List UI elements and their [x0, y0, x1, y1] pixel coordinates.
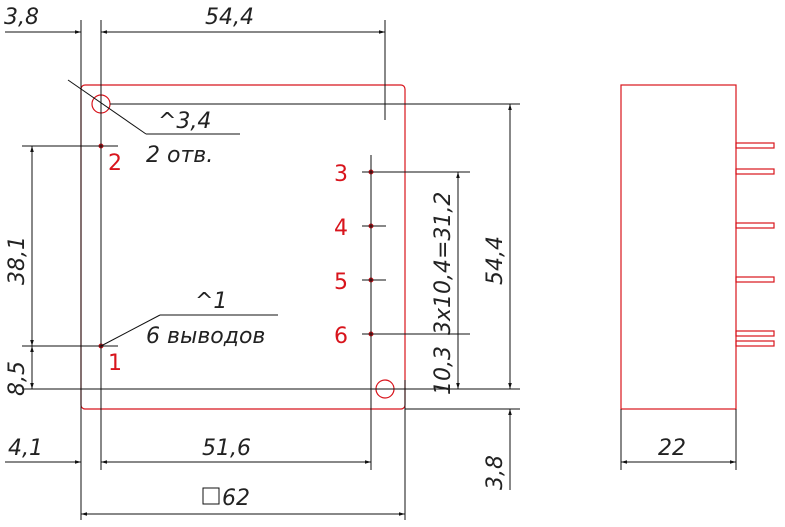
dim-51-6: 51,6: [202, 436, 251, 461]
dim-54-4-right: 54,4: [483, 236, 508, 285]
square-symbol: [202, 487, 220, 505]
dim-hole-diameter: ^3,4: [158, 109, 211, 134]
dim-pitch: 10,3: [431, 346, 456, 395]
pin-label-6: 6: [334, 324, 348, 349]
pins-right: [362, 169, 386, 337]
dim-pin-diameter: ^1: [195, 289, 227, 314]
dim-pins-count: 6 выводов: [146, 324, 265, 349]
side-body-outline: [620, 84, 737, 410]
dim-54-4-top: 54,4: [205, 5, 254, 30]
pin-label-1: 1: [108, 351, 122, 376]
dim-3-8-right: 3,8: [483, 455, 508, 490]
dim-8-5: 8,5: [5, 361, 30, 396]
module-body-outline: [80, 84, 406, 410]
pin-label-2: 2: [108, 151, 122, 176]
dim-holes-count: 2 отв.: [146, 143, 213, 168]
dim-3-8-top: 3,8: [4, 5, 39, 30]
dim-pitch-total: 3x10,4=31,2: [431, 192, 456, 335]
side-pins: [735, 142, 775, 347]
pin-label-5: 5: [334, 270, 348, 295]
dim-38-1: 38,1: [5, 236, 30, 285]
dim-62: 62: [222, 486, 250, 511]
front-view: 1 2 3 4 5 6 3,8 54,4 ^3,4 2 отв. 38,1 8,…: [4, 5, 520, 520]
dim-22: 22: [658, 436, 686, 461]
dim-4-1: 4,1: [8, 436, 43, 461]
pin-label-4: 4: [334, 216, 348, 241]
pin-label-3: 3: [334, 162, 348, 187]
side-view: 22: [620, 84, 775, 470]
